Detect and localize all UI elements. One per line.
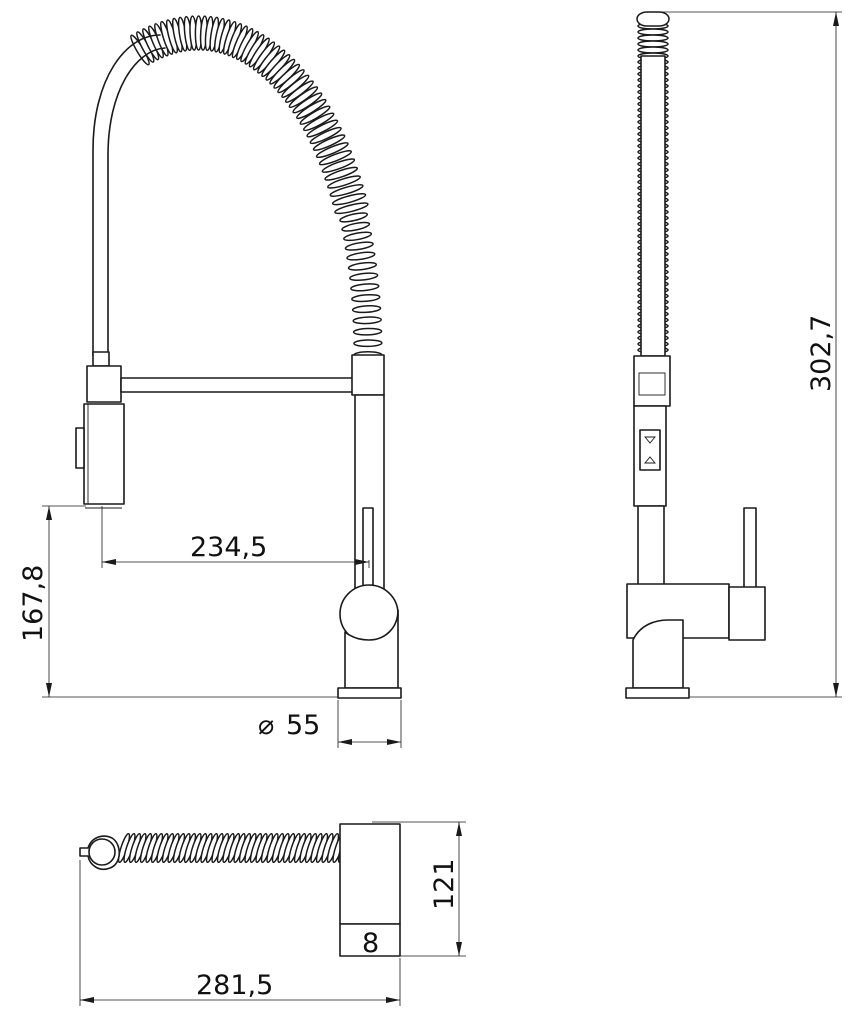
dim-reach-arrow-right: [355, 559, 369, 565]
front-coil-turn: [352, 316, 382, 325]
front-hose-left-arc-inner: [107, 47, 166, 356]
dim-depth-arrow-bottom: [456, 942, 462, 956]
side-coil-turn: [637, 40, 669, 48]
dim-base-diameter-symbol: ⌀: [258, 710, 274, 741]
front-hose-left-arc: [92, 34, 161, 356]
front-coil-turn: [296, 98, 327, 120]
side-coil-top-cap: [636, 11, 670, 27]
front-coil-turn: [344, 241, 374, 251]
front-spray-head-top: [86, 365, 122, 403]
front-coil-turn: [349, 272, 379, 282]
front-coil-turn: [312, 134, 346, 151]
side-coil-base-collar: [633, 355, 671, 407]
front-coil-turn: [343, 231, 373, 242]
dim-reach-arrow-left: [102, 559, 116, 565]
dim-depth-label: 121: [429, 858, 460, 910]
dimensions-layer: 234,5 167,8 ⌀ 55 302,7 121: [18, 11, 842, 1006]
front-spray-head: [83, 403, 125, 505]
front-coil-turn: [306, 119, 339, 138]
front-spray-collar: [92, 351, 110, 367]
side-pedestal: [632, 619, 684, 689]
dim-length-arrow-right: [386, 997, 400, 1003]
top-lever-symbol: 8: [362, 928, 379, 959]
dim-reach-label: 234,5: [190, 532, 267, 563]
side-body-tube: [637, 505, 665, 587]
dim-total-label: 302,7: [806, 315, 837, 392]
dim-height-arrow-bottom: [46, 683, 52, 697]
front-coil-turn: [324, 166, 359, 181]
front-coil-turn: [309, 126, 342, 145]
front-coil-turn: [339, 212, 369, 223]
front-coil-turn: [334, 202, 369, 215]
front-base-plate: [337, 687, 402, 699]
front-coil-turn: [318, 150, 353, 166]
front-coil-turn: [351, 305, 382, 314]
dim-height-label: 167,8: [18, 565, 49, 642]
front-coil-turn: [331, 193, 367, 206]
front-pedestal: [344, 609, 399, 689]
side-collar-inner: [638, 372, 666, 396]
front-coil-turn: [292, 92, 323, 114]
top-body-housing: [339, 823, 401, 925]
front-spray-button: [75, 427, 85, 469]
top-spray-ring: [88, 838, 116, 866]
front-bracket-bar: [120, 377, 354, 393]
dim-base-arrow-left: [338, 739, 352, 745]
front-coil-turn: [321, 158, 356, 173]
front-coil-turn: [350, 283, 380, 292]
side-coil-turn: [637, 34, 669, 42]
front-lever: [362, 507, 374, 589]
side-tube-upper: [640, 55, 666, 357]
side-coil-turn: [637, 46, 669, 54]
front-coil-turn: [352, 327, 383, 336]
front-coil-turn: [302, 112, 335, 132]
front-view: [75, 15, 402, 699]
dim-total-arrow-top: [833, 12, 839, 26]
dim-length-label: 281,5: [196, 970, 273, 1001]
side-button-arrows: [644, 436, 656, 464]
dim-length-arrow-left: [80, 997, 94, 1003]
front-coil-turn: [353, 339, 383, 348]
dim-height-arrow-top: [46, 506, 52, 520]
top-body-cap: [339, 923, 401, 957]
side-spray-button: [639, 429, 661, 471]
top-view: 8: [79, 823, 401, 959]
front-coil-turn: [329, 184, 364, 197]
side-coil-turn: [637, 28, 669, 36]
front-coil-turn: [347, 261, 378, 271]
side-lever: [743, 507, 757, 589]
front-coil-turn: [346, 251, 376, 261]
front-coil-turn: [341, 221, 371, 232]
side-view: [625, 11, 766, 699]
front-spring-coil: [130, 15, 383, 359]
side-base-plate: [625, 687, 690, 699]
front-coil-base-collar: [351, 354, 385, 396]
dim-base-label: 55: [286, 710, 320, 741]
front-coil-turn: [315, 142, 349, 159]
side-mixer-cap: [728, 586, 766, 641]
front-coil-turn: [327, 175, 361, 189]
front-coil-turn: [299, 105, 331, 125]
dim-depth-arrow-top: [456, 822, 462, 836]
dim-base-arrow-right: [387, 739, 401, 745]
front-coil-turn: [351, 293, 381, 303]
dim-total-arrow-bottom: [833, 683, 839, 697]
